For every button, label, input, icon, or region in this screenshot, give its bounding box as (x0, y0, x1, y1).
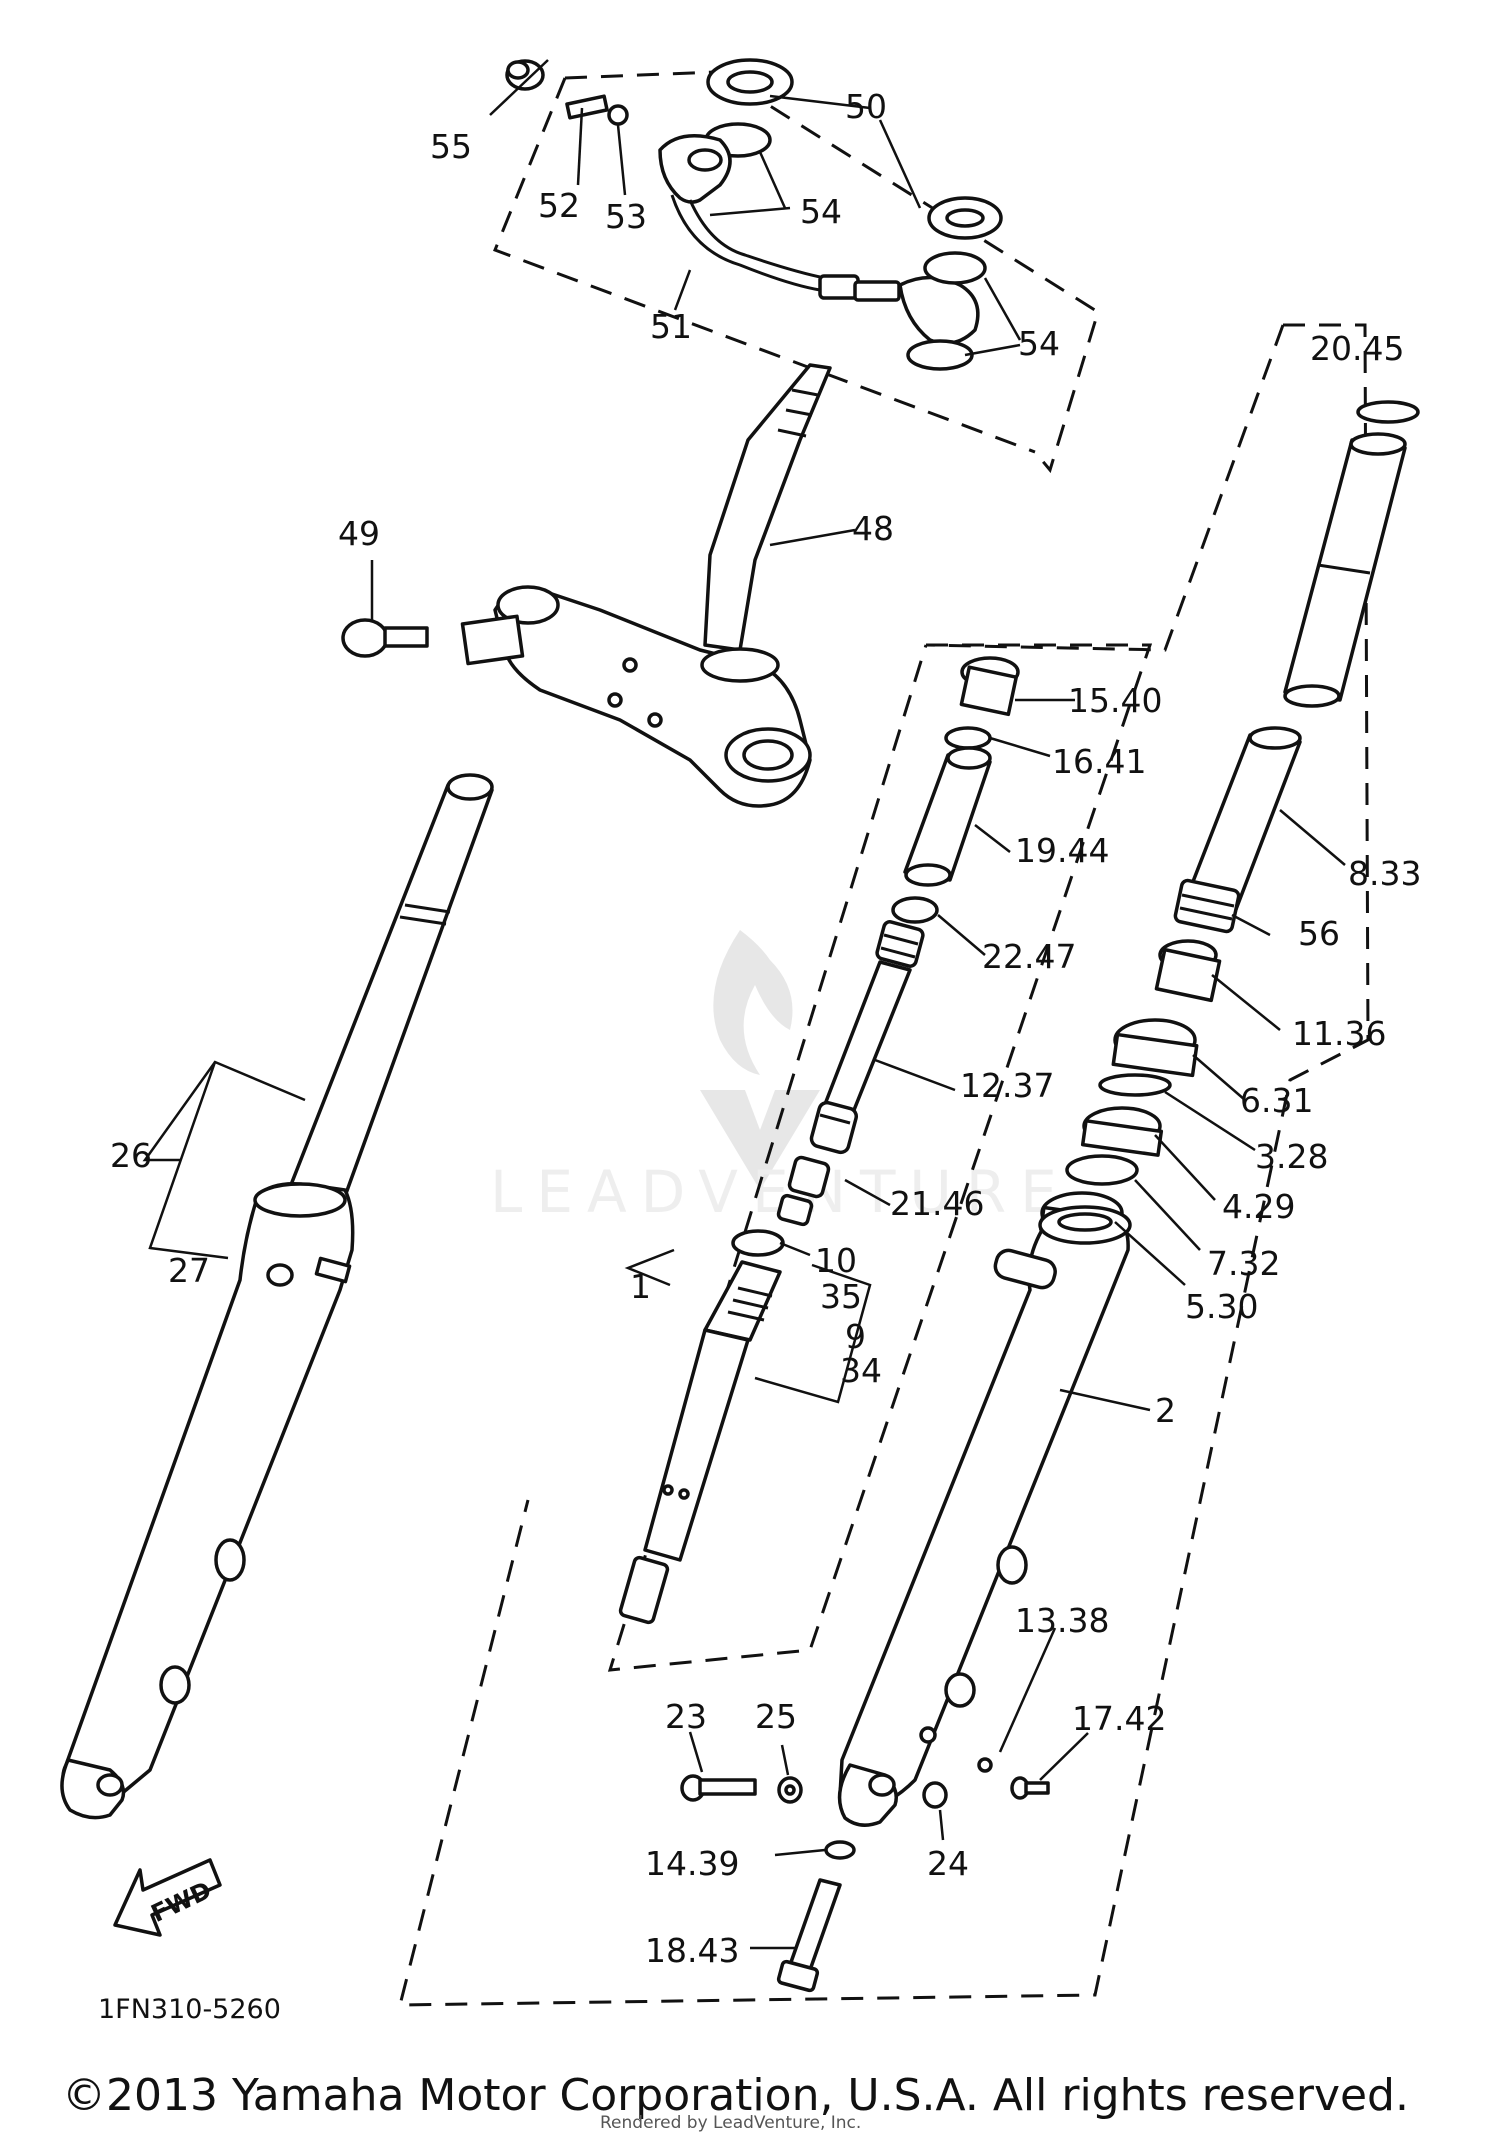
watermark-v-icon (700, 1090, 820, 1190)
part-26-inner-tube (283, 783, 494, 1212)
label-5-30: 5.30 (1185, 1287, 1258, 1326)
part-labels: 55 50 52 53 54 51 54 20.45 49 48 15.40 1… (110, 87, 1421, 1970)
label-48: 48 (852, 509, 894, 548)
leader-lines (142, 59, 1346, 1950)
part-12-fork-spring (820, 960, 912, 1122)
label-34: 34 (840, 1351, 882, 1390)
label-9: 9 (845, 1317, 866, 1356)
label-54-upper: 54 (800, 192, 842, 231)
part-9-damper-rod (643, 1328, 750, 1562)
part-56-slide-metal (1173, 878, 1241, 934)
handlebar-holder-right (898, 275, 980, 346)
steering-stem-48 (341, 363, 832, 808)
watermark-text: LEADVENTURE (490, 1158, 1071, 1226)
diagram-code: 1FN310-5260 (98, 1994, 281, 2025)
damper-rod-assembly (618, 656, 1020, 1625)
label-11-36: 11.36 (1292, 1014, 1386, 1053)
forward-arrow-icon: FWD (113, 1858, 222, 1937)
label-7-32: 7.32 (1207, 1244, 1280, 1283)
part-24-washer (922, 1781, 948, 1809)
label-23: 23 (665, 1697, 707, 1736)
part-49-bolt-shank (383, 626, 429, 648)
label-3-28: 3.28 (1255, 1137, 1328, 1176)
label-55: 55 (430, 127, 472, 166)
label-14-39: 14.39 (645, 1844, 739, 1883)
handlebar-group-boundary (564, 70, 1100, 474)
rendered-by-credit: Rendered by LeadVenture, Inc. (600, 2113, 861, 2133)
outer-fork-boundary (398, 323, 1370, 2007)
label-16-41: 16.41 (1052, 742, 1146, 781)
label-50: 50 (845, 87, 887, 126)
part-7-washer (1065, 1154, 1139, 1186)
part-23-bolt-shank (698, 1778, 757, 1796)
part-54-damper-c (906, 339, 974, 371)
leadventure-watermark: LEADVENTURE (490, 930, 1071, 1226)
right-fork-assembly (837, 400, 1420, 1827)
part-18-bolt-head (776, 1959, 820, 1993)
handlebar-bar (670, 194, 871, 298)
small-hardware (680, 1757, 1050, 1993)
handlebar-group-boundary-left (493, 77, 1036, 454)
label-20-45: 20.45 (1310, 329, 1404, 368)
label-52: 52 (538, 186, 580, 225)
part-20-circlip (1356, 400, 1420, 424)
label-49: 49 (338, 514, 380, 553)
label-1: 1 (630, 1267, 651, 1306)
part-3-stopper-ring (1098, 1073, 1172, 1097)
label-56: 56 (1298, 914, 1340, 953)
label-51: 51 (650, 307, 692, 346)
label-25: 25 (755, 1697, 797, 1736)
part-52-bolt (565, 94, 609, 120)
part-16-oring (944, 726, 992, 750)
label-10: 10 (815, 1241, 857, 1280)
label-54-lower: 54 (1018, 324, 1060, 363)
part-21-piston-ring (809, 1100, 858, 1155)
label-19-44: 19.44 (1015, 831, 1109, 870)
part-53-washer (607, 104, 629, 126)
label-12-37: 12.37 (960, 1066, 1054, 1105)
part-18-bolt-shank (788, 1878, 842, 1972)
stem-shaft (703, 363, 832, 652)
label-53: 53 (605, 197, 647, 236)
label-8-33: 8.33 (1348, 854, 1421, 893)
label-17-42: 17.42 (1072, 1699, 1166, 1738)
label-22-47: 22.47 (982, 937, 1076, 976)
label-18-43: 18.43 (645, 1931, 739, 1970)
part-10-oil-lock-piece (731, 1229, 785, 1257)
watermark-flame-icon (713, 930, 793, 1075)
part-14-gasket (824, 1840, 856, 1860)
label-35: 35 (820, 1277, 862, 1316)
label-26: 26 (110, 1136, 152, 1175)
label-6-31: 6.31 (1240, 1081, 1313, 1120)
label-2: 2 (1155, 1391, 1176, 1430)
copyright-notice: ©2013 Yamaha Motor Corporation, U.S.A. A… (62, 2070, 1409, 2121)
part-22-seat (891, 896, 939, 924)
label-27: 27 (168, 1251, 210, 1290)
label-21-46: 21.46 (890, 1184, 984, 1223)
label-24: 24 (927, 1844, 969, 1883)
part-13-drain-screw (977, 1757, 993, 1773)
label-4-29: 4.29 (1222, 1187, 1295, 1226)
label-13-38: 13.38 (1015, 1601, 1109, 1640)
handlebar-assembly (505, 58, 1003, 371)
part-49-bolt-head (341, 618, 389, 658)
label-15-40: 15.40 (1068, 681, 1162, 720)
outer-fork-boundary-upper (925, 324, 1285, 652)
left-fork-assembly (60, 773, 494, 1820)
part-54-damper-b (923, 251, 987, 285)
part-19-spacer (903, 753, 992, 882)
